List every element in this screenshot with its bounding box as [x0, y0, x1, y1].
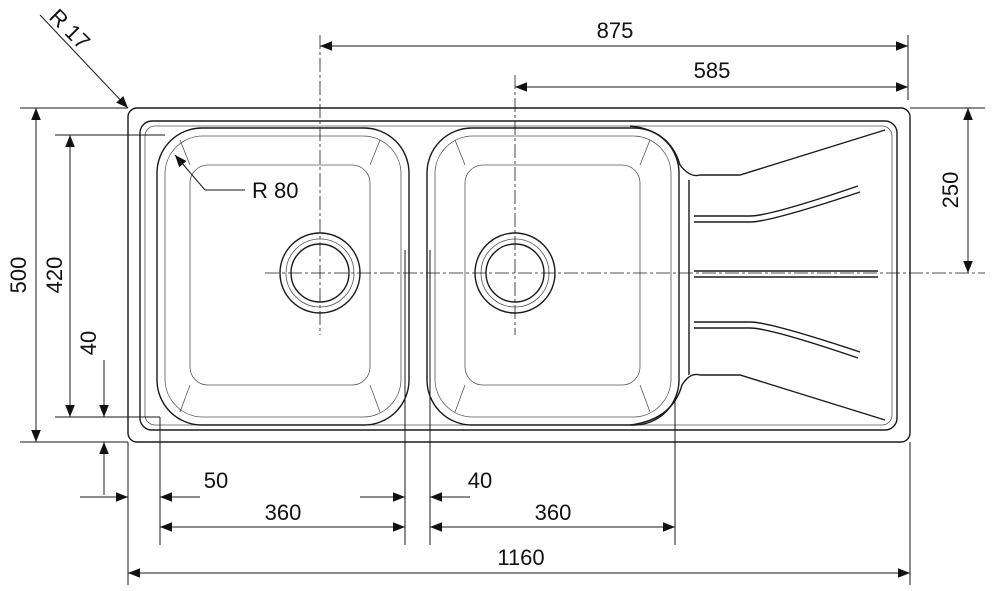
- dim-585: 585: [694, 58, 731, 83]
- drainboard: [629, 125, 886, 426]
- dim-360-left: 360: [265, 500, 302, 525]
- dim-50: 50: [204, 468, 228, 493]
- dim-500: 500: [6, 257, 31, 294]
- left-bowl: [156, 127, 410, 426]
- centre-lines: [265, 35, 985, 335]
- right-bowl: [426, 127, 680, 426]
- dim-875: 875: [597, 18, 634, 43]
- dimension-lines: [31, 14, 973, 578]
- dim-250: 250: [938, 172, 963, 209]
- dim-360-right: 360: [535, 500, 572, 525]
- dim-40-vertical: 40: [76, 331, 101, 355]
- dim-420: 420: [42, 257, 67, 294]
- dim-1160: 1160: [497, 545, 544, 570]
- dim-40-gap: 40: [468, 468, 492, 493]
- bowl-radius-label: R 80: [252, 178, 298, 203]
